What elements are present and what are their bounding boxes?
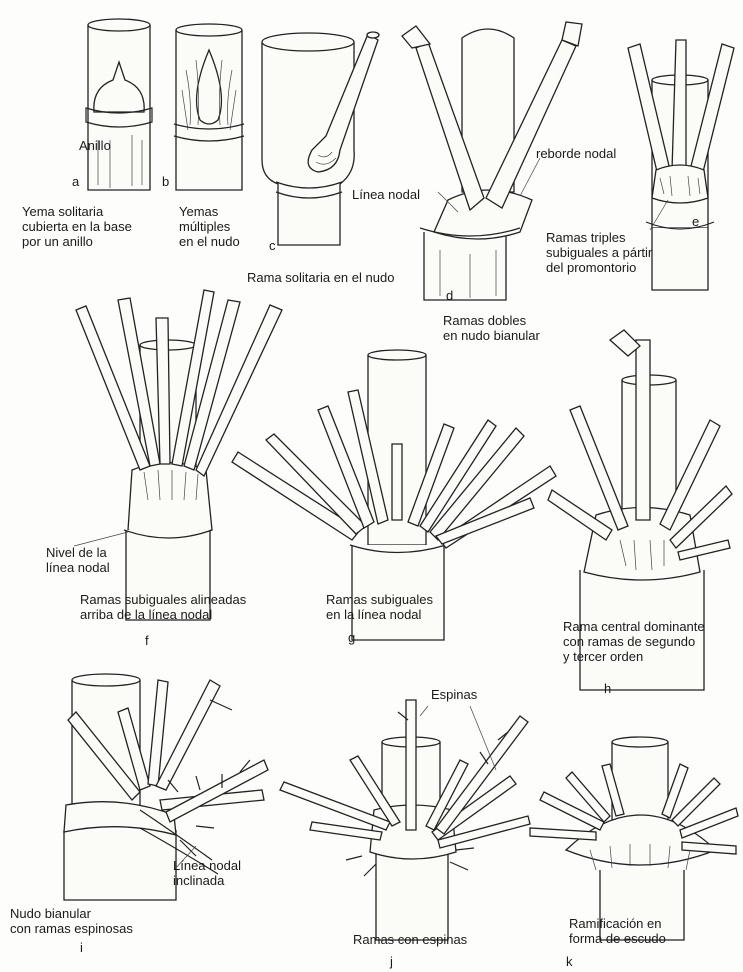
letter-f: f [145, 633, 149, 648]
letter-i: i [80, 940, 83, 955]
figure-c-solitary-branch [262, 32, 379, 245]
caption-g: Ramas subiguales en la línea nodal [326, 592, 433, 622]
caption-b: Yemas múltiples en el nudo [179, 204, 240, 249]
letter-h: h [604, 681, 611, 696]
caption-d: Ramas dobles en nudo bianular [443, 313, 540, 343]
figure-a-solitary-bud [86, 19, 152, 190]
figure-j-branches-spines [280, 700, 530, 940]
letter-j: j [390, 954, 393, 969]
letter-b: b [162, 174, 169, 189]
letter-a: a [72, 174, 79, 189]
label-linea-nodal-inclinada: Línea nodal inclinada [173, 858, 241, 888]
caption-a: Yema solitaria cubierta en la base por u… [22, 204, 132, 249]
label-reborde-nodal: reborde nodal [536, 146, 616, 161]
caption-k: Ramificación en forma de escudo [569, 916, 666, 946]
letter-d: d [446, 288, 453, 303]
letter-k: k [566, 954, 573, 969]
label-nivel-linea-nodal: Nivel de la línea nodal [46, 545, 110, 575]
caption-h: Rama central dominante con ramas de segu… [563, 619, 705, 664]
caption-f: Ramas subiguales alineadas arriba de la … [80, 592, 246, 622]
caption-c: Rama solitaria en el nudo [247, 270, 394, 285]
label-linea-nodal-d: Línea nodal [352, 187, 420, 202]
caption-j: Ramas con espinas [353, 932, 467, 947]
letter-c: c [269, 238, 276, 253]
caption-e: Ramas triples subiguales a pártir del pr… [546, 230, 652, 275]
label-espinas: Espinas [431, 687, 477, 702]
letter-g: g [348, 630, 355, 645]
figure-k-shield-branching [530, 737, 738, 940]
letter-e: e [692, 214, 699, 229]
figure-b-multiple-buds [174, 24, 244, 190]
caption-i: Nudo bianular con ramas espinosas [10, 906, 133, 936]
label-anillo: Anillo [79, 138, 111, 153]
